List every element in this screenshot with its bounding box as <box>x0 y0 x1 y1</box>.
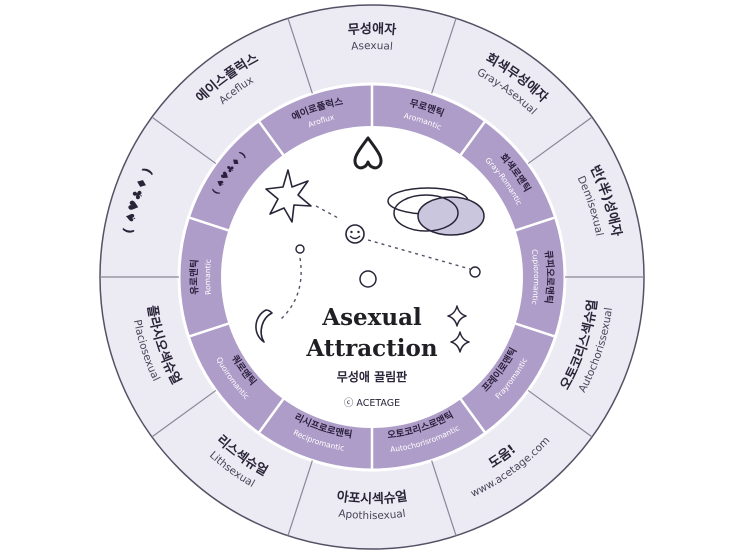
outer-divider <box>151 116 217 165</box>
brand-label: ⓒ ACETAGE <box>344 398 400 409</box>
outer-divider <box>431 18 457 94</box>
outer-segment-label-en: Apothisexual <box>338 508 407 522</box>
subtitle: 무성애 끌림판 <box>337 369 407 384</box>
outer-dividers <box>100 18 644 536</box>
planet-icon <box>387 187 485 236</box>
small-circle-center <box>359 270 377 288</box>
dashed-path-star-smile <box>315 205 341 220</box>
inner-divider <box>514 322 556 338</box>
outer-divider <box>527 389 593 438</box>
title-line-2: Attraction <box>305 335 437 362</box>
sparkle-icon <box>450 331 470 353</box>
title-line-1: Asexual <box>321 304 422 331</box>
outer-segment-label-ko: 아포시섹슈얼 <box>336 488 409 507</box>
outer-divider <box>151 389 217 438</box>
inner-divider <box>257 120 285 157</box>
inner-segment-label-ko: 큐피오로맨틱 <box>542 250 556 305</box>
star-icon <box>265 169 312 223</box>
outer-divider <box>287 460 313 536</box>
sparkle-icon <box>447 305 467 327</box>
inner-divider <box>188 322 230 338</box>
inner-divider <box>257 397 285 434</box>
small-circle-left <box>295 244 305 254</box>
outer-divider <box>287 18 313 94</box>
inner-divider <box>188 216 230 232</box>
center-illustration <box>255 136 485 353</box>
smile-icon <box>345 224 365 244</box>
outer-divider <box>527 116 593 165</box>
heart-icon <box>353 136 383 170</box>
outer-segment-label-en: Asexual <box>351 40 394 53</box>
inner-segment-label-en: Cupioromantic <box>530 249 541 306</box>
moon-icon <box>255 309 273 343</box>
inner-divider <box>459 120 487 157</box>
inner-dividers <box>188 84 556 470</box>
small-dot <box>469 266 481 278</box>
inner-divider <box>459 397 487 434</box>
outer-divider <box>431 460 457 536</box>
inner-divider <box>514 216 556 232</box>
inner-segment-label-en: Romantic <box>203 259 213 296</box>
